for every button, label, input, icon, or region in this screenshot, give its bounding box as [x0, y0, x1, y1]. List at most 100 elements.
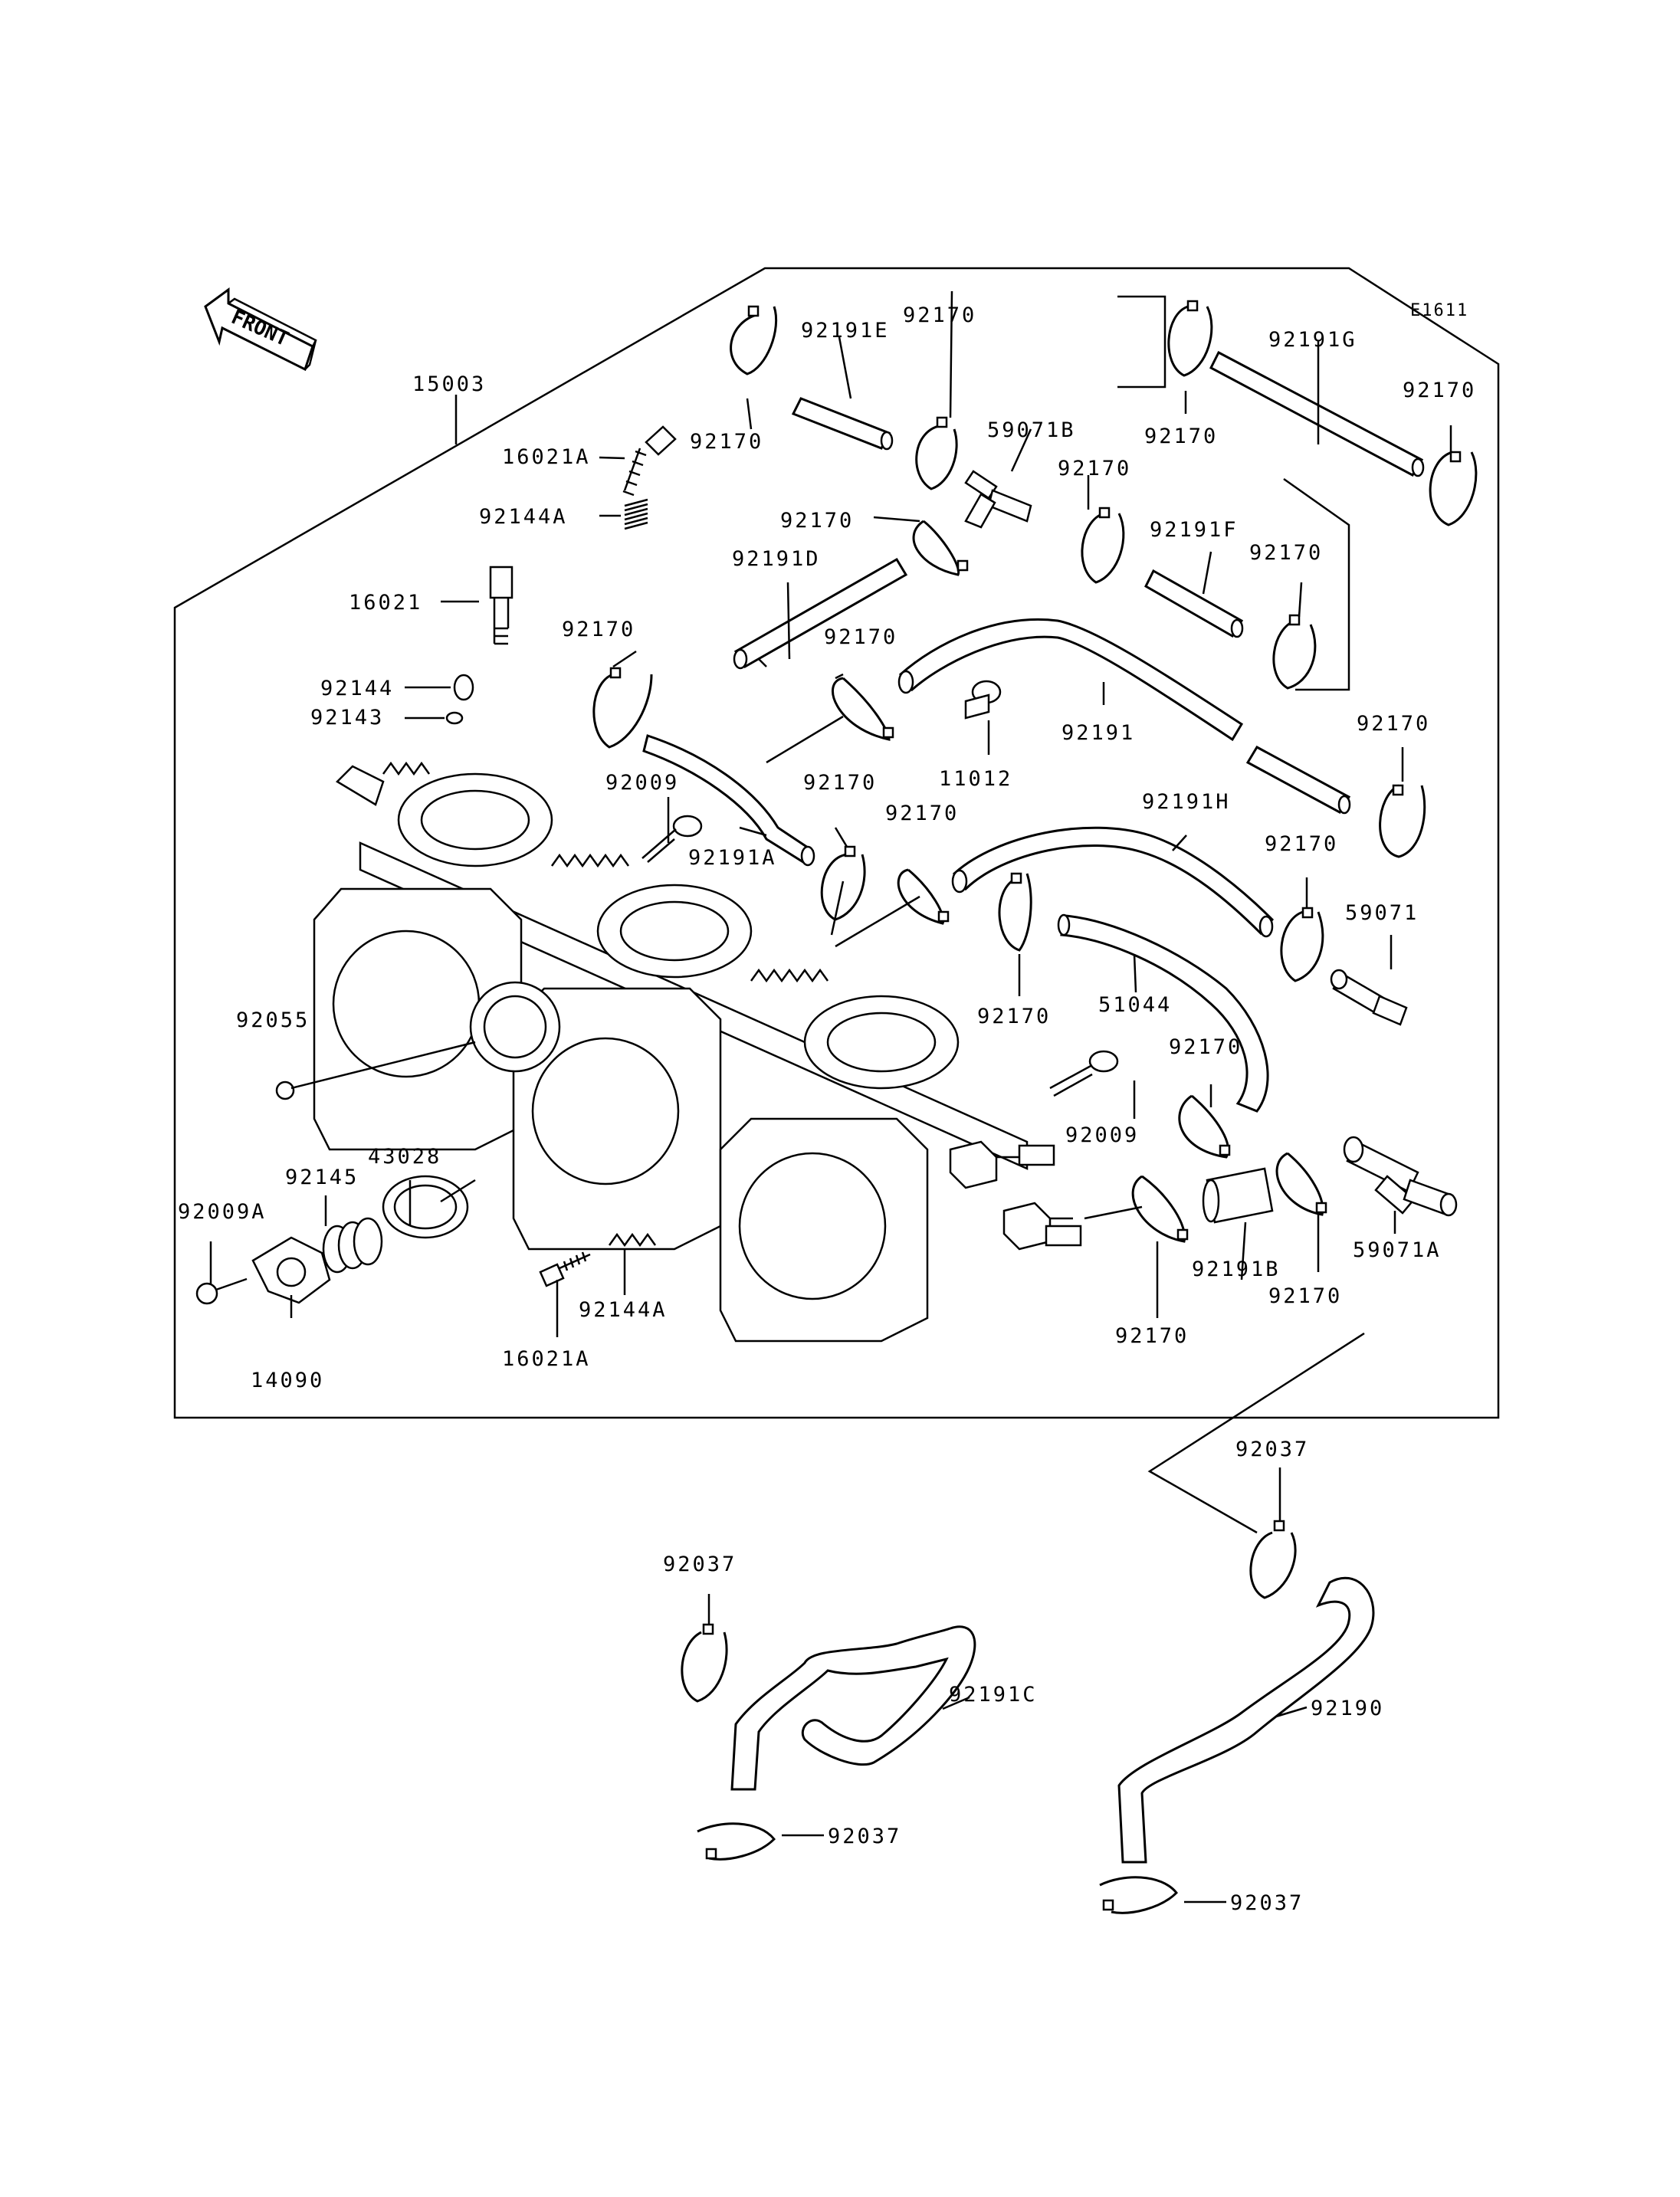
figure-code: E1611: [1410, 301, 1468, 320]
label-92170-j: 92170: [1144, 425, 1218, 448]
label-92190: 92190: [1311, 1697, 1384, 1720]
bracket-line-2: [1283, 477, 1350, 691]
clamp-92170-i: [1272, 614, 1317, 690]
assembly-frame: [173, 267, 1500, 1419]
label-92170-b: 92170: [903, 303, 976, 327]
label-92170-k: 92170: [1403, 379, 1476, 402]
label-92037-top: 92037: [1235, 1438, 1309, 1461]
label-92170-q: 92170: [1268, 1284, 1342, 1308]
label-92009a: 92009A: [178, 1200, 267, 1224]
tee-59071a: [1343, 1136, 1458, 1217]
clamp-92170-a: [730, 305, 778, 375]
clamp-92170-o: [1178, 1094, 1231, 1159]
diaphragm-43028: [382, 1175, 476, 1239]
label-92009-mid: 92009: [1065, 1123, 1139, 1147]
clamp-92170-m: [1280, 907, 1324, 982]
label-92191a: 92191A: [688, 846, 777, 870]
label-92191h: 92191H: [1142, 790, 1231, 814]
screw-92009a: [195, 1277, 248, 1305]
hose-92191f: [1144, 569, 1244, 638]
clamp-92170-f: [832, 677, 894, 741]
label-92170-p: 92170: [1115, 1324, 1189, 1348]
label-92170-h: 92170: [885, 802, 959, 825]
carburetor-assembly: [313, 761, 1082, 1343]
label-92191f: 92191F: [1150, 518, 1239, 542]
plug-11012: [964, 680, 1002, 720]
label-16021a-bottom: 16021A: [502, 1347, 591, 1371]
screw-16021a-top: [622, 425, 677, 497]
spring-92145: [322, 1217, 383, 1274]
label-92170-f: 92170: [824, 625, 897, 649]
clamp-92170-n: [998, 872, 1032, 952]
clamp-92170-l: [1379, 784, 1426, 858]
hose-92191b: [1202, 1167, 1274, 1224]
clamp-92170-q: [1275, 1152, 1327, 1216]
label-92009-top: 92009: [605, 771, 679, 795]
label-59071a: 59071A: [1353, 1238, 1442, 1262]
label-92037-left: 92037: [663, 1553, 737, 1576]
label-92170-d: 92170: [1058, 457, 1131, 480]
hose-92191d: [733, 557, 908, 670]
label-92191d: 92191D: [732, 547, 821, 571]
label-92055: 92055: [236, 1008, 310, 1032]
screw-92009-top: [641, 815, 703, 863]
label-16021: 16021: [349, 591, 422, 615]
hose-92190: [1117, 1576, 1375, 1864]
screw-16021a-bottom: [539, 1251, 591, 1287]
clamp-92170-b: [915, 416, 958, 490]
clamp-92170-d: [1081, 507, 1125, 584]
fitting-59071: [1330, 969, 1408, 1026]
label-43028: 43028: [368, 1145, 441, 1169]
clamp-92170-e: [592, 667, 653, 749]
label-92170-l: 92170: [1357, 712, 1430, 736]
label-92191b: 92191B: [1192, 1258, 1281, 1281]
hose-92191c: [730, 1625, 976, 1791]
tee-59071b: [964, 470, 1032, 529]
label-11012: 11012: [939, 767, 1012, 791]
label-59071b: 59071B: [987, 418, 1076, 442]
hose-92191h: [951, 826, 1275, 938]
bracket-line-3: [1147, 1332, 1365, 1534]
label-15003: 15003: [412, 372, 486, 396]
label-16021a-top: 16021A: [502, 445, 591, 469]
diaphragm-cover: [469, 981, 561, 1073]
part-labels: 15003 16021A 92144A 16021 92144 92143 92…: [178, 303, 1476, 1915]
clamp-92170-c: [912, 520, 969, 576]
label-92170-m: 92170: [1265, 832, 1338, 856]
label-92191e: 92191E: [801, 319, 890, 343]
clamp-92170-k: [1429, 451, 1478, 526]
screw-16021: [489, 566, 514, 645]
clamp-92037-left-bottom: [697, 1822, 776, 1861]
label-92170-g: 92170: [803, 771, 877, 795]
label-92144: 92144: [320, 677, 394, 700]
label-51044: 51044: [1098, 993, 1172, 1017]
label-92191c: 92191C: [949, 1683, 1038, 1707]
label-92037-left-bottom: 92037: [828, 1825, 901, 1848]
label-92037-right-bottom: 92037: [1230, 1891, 1304, 1915]
label-92170-o: 92170: [1169, 1035, 1242, 1059]
label-92143: 92143: [310, 706, 384, 730]
label-92144a-bottom: 92144A: [579, 1298, 668, 1322]
label-92144a-top: 92144A: [479, 505, 568, 529]
label-92145: 92145: [285, 1166, 359, 1189]
hose-92191: [897, 618, 1244, 742]
label-92170-n: 92170: [977, 1005, 1051, 1028]
washer-92143: [445, 711, 464, 725]
label-92170-e: 92170: [562, 618, 635, 641]
front-arrow-icon: FRONT: [204, 287, 317, 372]
hose-51044: [1057, 913, 1269, 1113]
bracket-line: [1117, 295, 1166, 389]
o-ring-92055: [275, 1080, 295, 1100]
spring-92144a-top: [624, 498, 648, 530]
clamp-92037-right-bottom: [1099, 1876, 1179, 1914]
label-59071: 59071: [1345, 901, 1419, 925]
hose-92191a: [642, 734, 815, 867]
screw-92009-mid: [1049, 1050, 1119, 1097]
spring-92144a-bottom: [608, 1232, 657, 1248]
label-92170-c: 92170: [780, 509, 854, 533]
clamp-92170-h: [897, 868, 950, 925]
cover-14090: [251, 1236, 331, 1304]
label-14090: 14090: [251, 1369, 324, 1392]
label-92170-a: 92170: [690, 430, 763, 454]
